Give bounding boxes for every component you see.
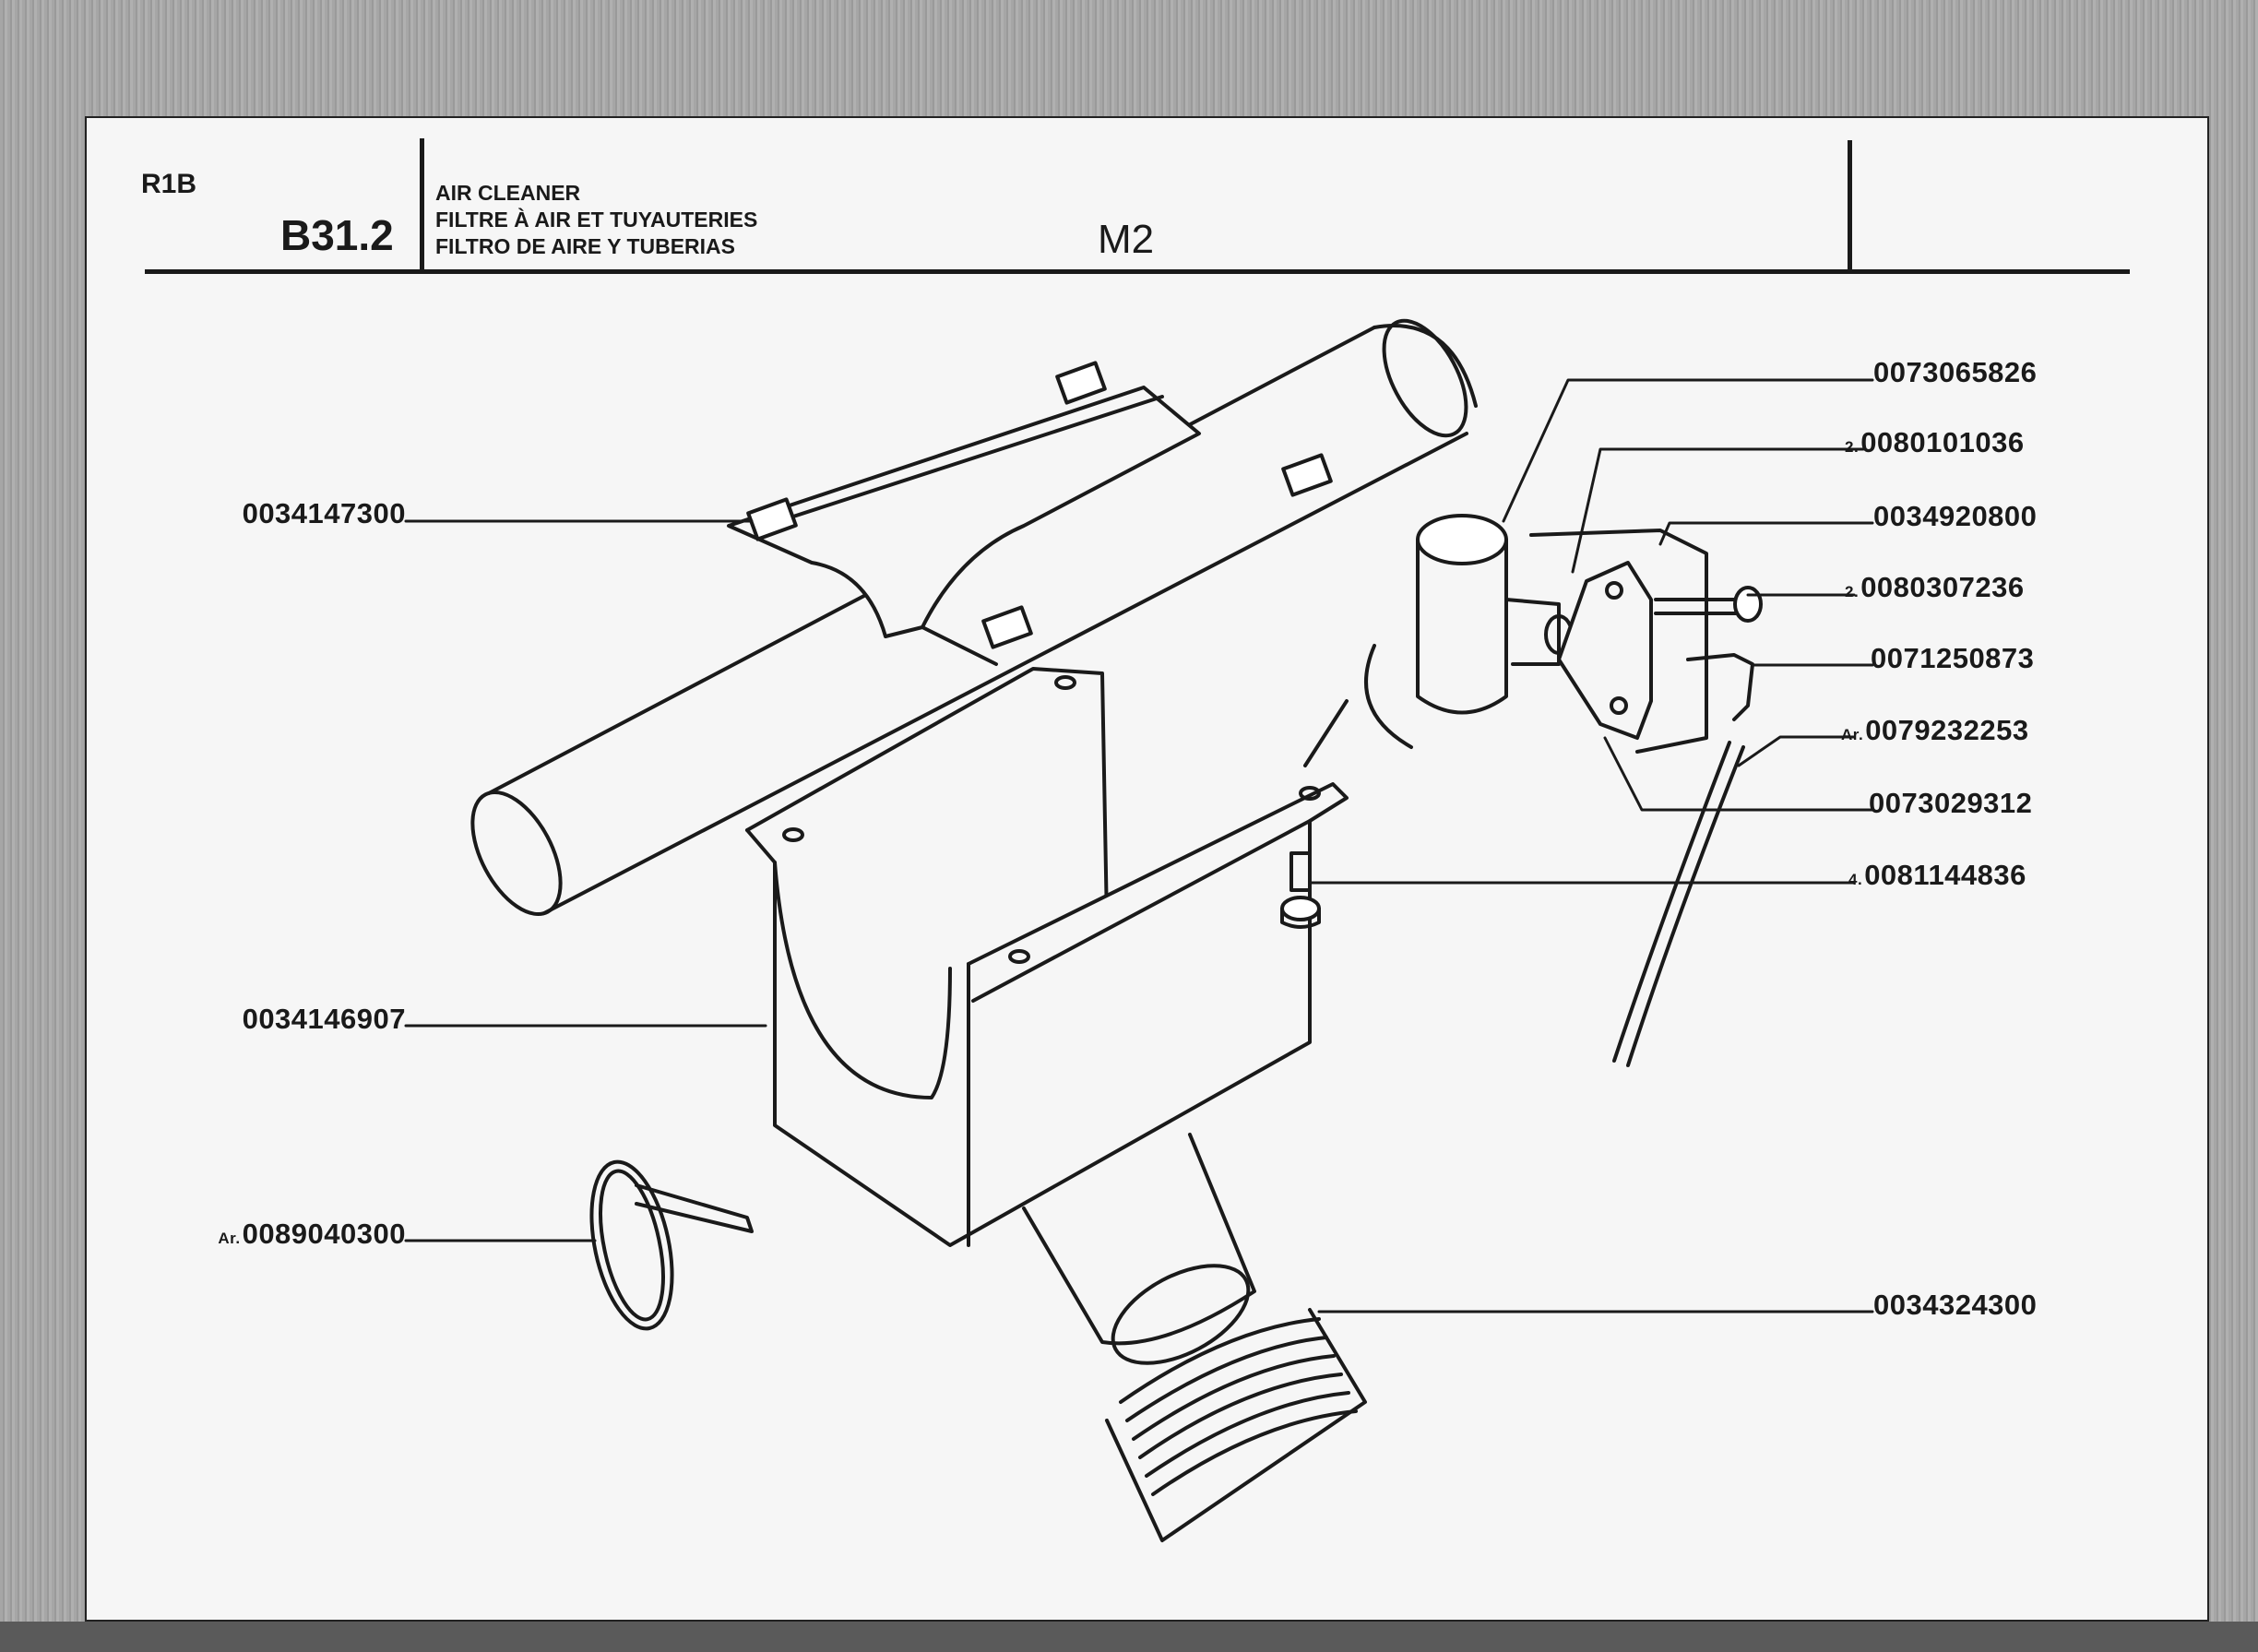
part-qty: 2. <box>1845 583 1860 600</box>
part-number: 0080101036 <box>1860 426 2025 458</box>
bracket-bolt <box>1280 851 1321 929</box>
part-number: 0081144836 <box>1864 859 2026 891</box>
part-label-right: 0071250873 <box>1869 642 2034 675</box>
parts-sheet <box>85 116 2209 1622</box>
part-number: 0034324300 <box>1873 1289 2038 1321</box>
part-number: 0079232253 <box>1865 714 2029 746</box>
part-label-left: 0034146907 <box>241 1003 406 1036</box>
part-number: 0034147300 <box>242 497 406 529</box>
part-number: 0071250873 <box>1871 642 2035 674</box>
model-code: R1B <box>141 169 197 199</box>
filter-bracket <box>745 667 1349 1247</box>
fuel-line <box>1612 741 1745 1067</box>
mounting-plate <box>1529 529 1763 754</box>
part-number: 0073065826 <box>1873 356 2038 388</box>
part-label-left: Ar.0089040300 <box>218 1218 406 1251</box>
part-qty: 2. <box>1845 438 1860 456</box>
part-number: 0034146907 <box>242 1003 406 1035</box>
part-number: 0034920800 <box>1873 500 2038 532</box>
part-qty: 4. <box>1848 871 1863 888</box>
title-french: FILTRE À AIR ET TUYAUTERIES <box>435 208 758 232</box>
filter-valve <box>1416 514 1574 715</box>
part-label-right: Ar.0079232253 <box>1841 714 2029 747</box>
header-rule <box>145 269 2130 274</box>
part-label-right: 2.0080307236 <box>1845 571 2025 604</box>
part-label-right: 2.0080101036 <box>1845 426 2025 459</box>
part-qty: Ar. <box>218 1230 241 1247</box>
leader-lines-right <box>1308 378 1874 1313</box>
leader-lines-left <box>404 519 767 1242</box>
part-label-right: 0073029312 <box>1867 787 2032 820</box>
cable-tie <box>589 1159 754 1331</box>
part-number: 0073029312 <box>1869 787 2033 819</box>
rubber-hose <box>1105 1308 1367 1542</box>
part-number: 0089040300 <box>242 1218 406 1250</box>
part-label-right: 0034920800 <box>1872 500 2037 533</box>
clamp-plate <box>727 361 1333 666</box>
part-label-right: 4.0081144836 <box>1848 859 2026 892</box>
part-label-right: 0034324300 <box>1872 1289 2037 1322</box>
part-label-right: 0073065826 <box>1872 356 2037 389</box>
wire-loop <box>1364 644 1413 749</box>
sheet-code: M2 <box>1098 217 1155 262</box>
outlet-pipe <box>1022 1133 1256 1365</box>
frame-tube <box>470 318 1478 917</box>
scan-bottom-edge <box>0 1622 2258 1652</box>
part-qty: Ar. <box>1841 726 1864 743</box>
title-spanish: FILTRO DE AIRE Y TUBERIAS <box>435 234 736 258</box>
part-number: 0080307236 <box>1860 571 2025 603</box>
wire-lead <box>1303 699 1349 767</box>
title-english: AIR CLEANER <box>435 181 581 205</box>
header-divider-left <box>420 138 424 269</box>
section-code: B31.2 <box>280 211 394 259</box>
part-label-left: 0034147300 <box>241 497 406 530</box>
header-divider-right <box>1848 140 1852 271</box>
